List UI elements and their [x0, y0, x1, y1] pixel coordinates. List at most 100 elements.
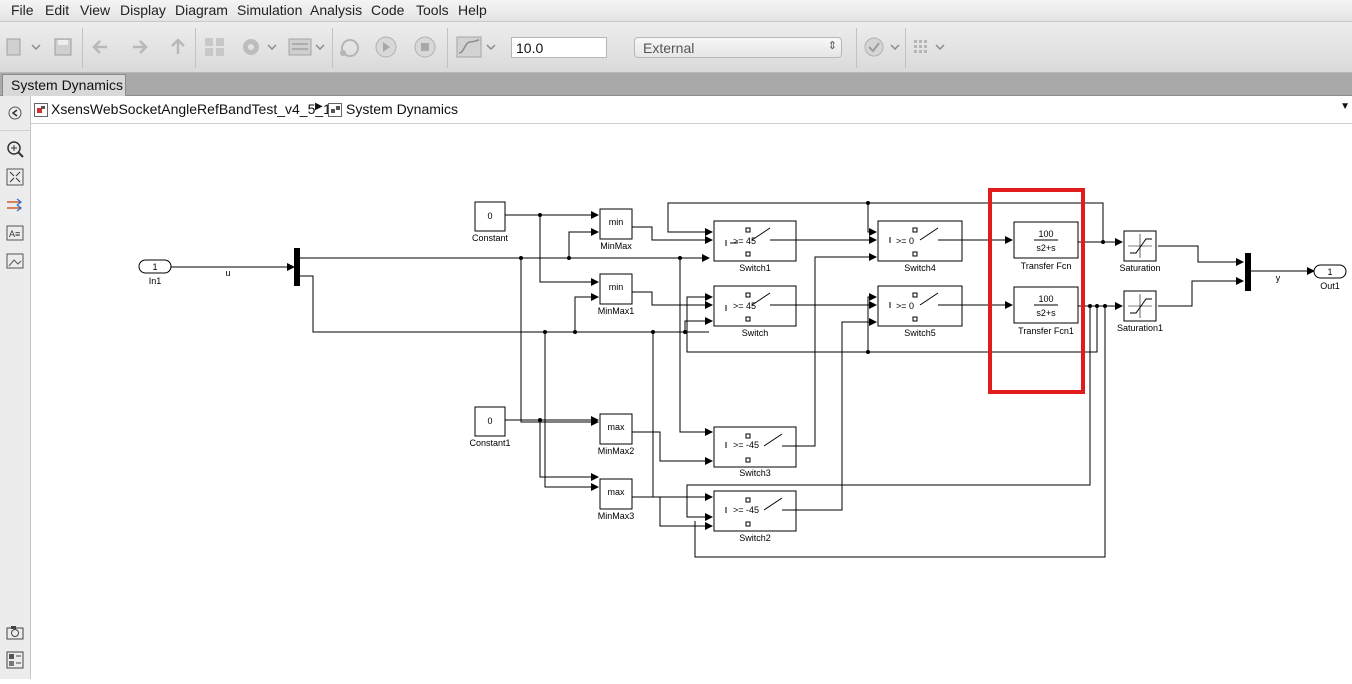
- switch3-block[interactable]: >= -45 Switch3: [713, 426, 797, 478]
- minmax-block[interactable]: min MinMax: [599, 208, 633, 251]
- menu-edit[interactable]: Edit: [45, 2, 70, 18]
- breadcrumb-menu-icon[interactable]: ▼: [1340, 101, 1350, 112]
- tf-numerator: 100: [1038, 229, 1053, 239]
- explorer-bar-icon[interactable]: [6, 651, 24, 669]
- minmax3-fn: max: [607, 487, 625, 497]
- breadcrumb-separator-icon: ▶: [315, 101, 323, 112]
- minmax-label: MinMax: [600, 241, 632, 251]
- constant1-block[interactable]: 0 Constant1: [469, 406, 511, 448]
- minmax3-block[interactable]: max MinMax3: [598, 478, 635, 521]
- library-browser-icon[interactable]: [203, 36, 227, 58]
- junction-dots: [519, 201, 1107, 422]
- switch3-label: Switch3: [739, 468, 771, 478]
- switch4-block[interactable]: >= 0 Switch4: [877, 220, 963, 273]
- tf-denominator: s2+s: [1036, 243, 1056, 253]
- breadcrumb-model[interactable]: XsensWebSocketAngleRefBandTest_v4_5_1: [51, 101, 331, 117]
- save-icon[interactable]: [53, 36, 73, 58]
- menu-simulation[interactable]: Simulation: [237, 2, 303, 18]
- constant-label: Constant: [472, 233, 509, 243]
- forward-icon[interactable]: [129, 36, 149, 58]
- toolbar: 10.0 External ⇕: [0, 22, 1352, 73]
- image-icon[interactable]: [6, 252, 24, 270]
- outport-out1[interactable]: 1 Out1: [1313, 264, 1347, 291]
- inport-in1[interactable]: 1 In1: [138, 259, 172, 286]
- tab-system-dynamics[interactable]: System Dynamics: [2, 74, 126, 96]
- menu-bar: File Edit View Display Diagram Simulatio…: [0, 0, 1352, 22]
- step-back-icon[interactable]: [338, 36, 360, 58]
- menu-display[interactable]: Display: [120, 2, 166, 18]
- zoom-icon[interactable]: [6, 140, 24, 158]
- switch5-condition: >= 0: [896, 301, 914, 311]
- switch2-block[interactable]: >= -45 Switch2: [713, 490, 797, 543]
- signal-lines: [171, 202, 1315, 558]
- camera-icon[interactable]: [6, 623, 24, 641]
- mux-block[interactable]: [1245, 253, 1251, 291]
- switch2-label: Switch2: [739, 533, 771, 543]
- model-advisor-icon[interactable]: [863, 36, 903, 58]
- out1-label: Out1: [1320, 281, 1340, 291]
- menu-help[interactable]: Help: [458, 2, 487, 18]
- hide-arrows-icon[interactable]: [6, 196, 24, 214]
- minmax1-fn: min: [609, 282, 624, 292]
- menu-analysis[interactable]: Analysis: [310, 2, 363, 18]
- settings-gear-icon[interactable]: [240, 36, 280, 58]
- model-explorer-icon[interactable]: [288, 36, 328, 58]
- minmax2-fn: max: [607, 422, 625, 432]
- menu-code[interactable]: Code: [371, 2, 405, 18]
- menu-diagram[interactable]: Diagram: [175, 2, 228, 18]
- tf-label: Transfer Fcn: [1021, 261, 1072, 271]
- demux-block[interactable]: [294, 248, 300, 286]
- stop-time-input[interactable]: 10.0: [511, 37, 607, 58]
- minmax1-block[interactable]: min MinMax1: [598, 273, 635, 316]
- toolbar-divider: [856, 28, 857, 68]
- toolbar-divider: [905, 28, 906, 68]
- simulation-mode-select[interactable]: External ⇕: [634, 37, 842, 58]
- constant-block[interactable]: 0 Constant: [472, 201, 509, 243]
- switch4-label: Switch4: [904, 263, 936, 273]
- in1-label: In1: [149, 276, 162, 286]
- tf1-denominator: s2+s: [1036, 308, 1056, 318]
- toolbar-divider: [82, 28, 83, 68]
- run-icon[interactable]: [374, 36, 398, 58]
- saturation-label: Saturation: [1119, 263, 1160, 273]
- fit-to-view-icon[interactable]: [6, 168, 24, 186]
- data-inspector-icon[interactable]: [456, 36, 500, 58]
- switch1-block[interactable]: >= 45 Switch1: [713, 220, 797, 273]
- back-icon[interactable]: [91, 36, 111, 58]
- saturation-block[interactable]: Saturation: [1119, 230, 1161, 273]
- subsystem-icon: [328, 103, 342, 117]
- transfer-fcn-block[interactable]: 100 s2+s Transfer Fcn: [1013, 221, 1079, 271]
- stop-icon[interactable]: [413, 36, 437, 58]
- breadcrumb: XsensWebSocketAngleRefBandTest_v4_5_1 ▶ …: [31, 96, 1352, 124]
- switch-label: Switch: [742, 328, 769, 338]
- menu-file[interactable]: File: [11, 2, 34, 18]
- minmax2-block[interactable]: max MinMax2: [598, 413, 635, 456]
- minmax1-label: MinMax1: [598, 306, 635, 316]
- saturation1-block[interactable]: Saturation1: [1117, 290, 1163, 333]
- diagram-canvas[interactable]: 1 In1 u 0 Constant 0 Constant1 min MinMa…: [31, 125, 1352, 679]
- signal-label-y: y: [1276, 273, 1281, 283]
- tab-strip: System Dynamics: [0, 73, 1352, 96]
- minmax2-label: MinMax2: [598, 446, 635, 456]
- breadcrumb-subsystem[interactable]: System Dynamics: [346, 101, 459, 117]
- build-icon[interactable]: [912, 36, 952, 58]
- simulation-mode-value: External: [643, 40, 695, 56]
- switch5-block[interactable]: >= 0 Switch5: [877, 285, 963, 338]
- minmax3-label: MinMax3: [598, 511, 635, 521]
- toolbar-divider: [447, 28, 448, 68]
- highlight-box: [988, 188, 1085, 394]
- annotation-icon[interactable]: A≡: [6, 224, 24, 242]
- switch2-condition: >= -45: [733, 505, 759, 515]
- up-icon[interactable]: [168, 36, 188, 58]
- hide-browser-icon[interactable]: [6, 104, 24, 122]
- transfer-fcn1-block[interactable]: 100 s2+s Transfer Fcn1: [1013, 286, 1079, 336]
- updown-chevron-icon: ⇕: [827, 40, 837, 52]
- menu-tools[interactable]: Tools: [416, 2, 449, 18]
- menu-view[interactable]: View: [80, 2, 111, 18]
- switch-block[interactable]: >= 45 Switch: [713, 285, 797, 338]
- svg-text:A≡: A≡: [9, 229, 20, 239]
- new-model-icon[interactable]: [6, 36, 42, 58]
- toolbar-divider: [332, 28, 333, 68]
- constant1-label: Constant1: [469, 438, 510, 448]
- tf1-label: Transfer Fcn1: [1018, 326, 1074, 336]
